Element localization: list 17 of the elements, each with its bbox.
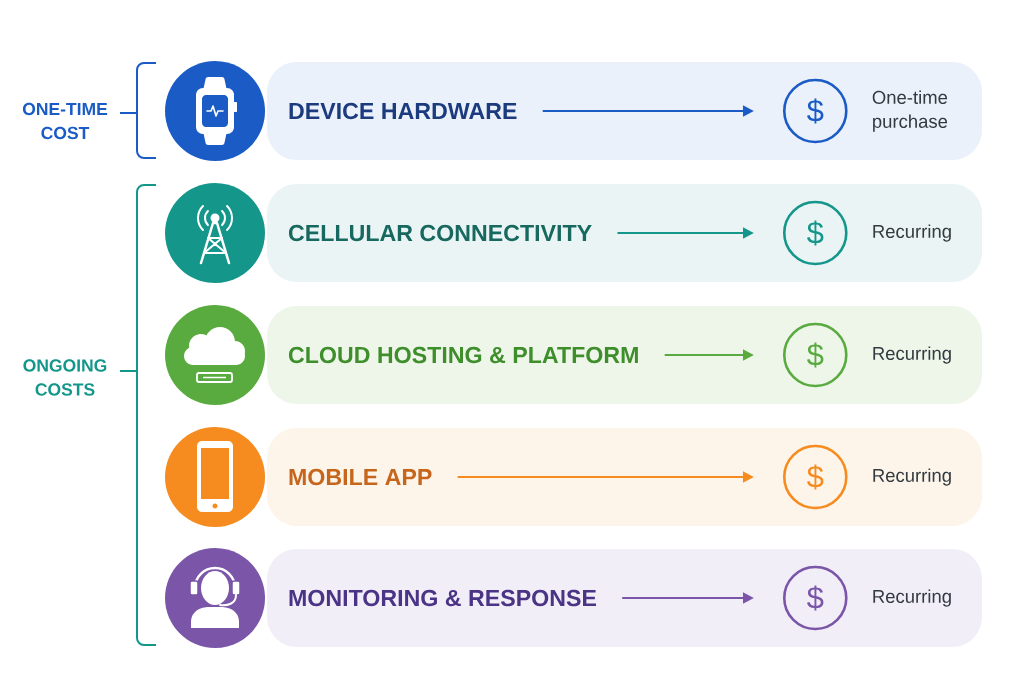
row-band	[267, 62, 982, 160]
category-title: MOBILE APP	[289, 468, 432, 486]
group-label: ONGOING COSTS	[23, 359, 107, 396]
cost-note: Recurring	[873, 346, 951, 364]
row-band	[267, 428, 982, 526]
cost-note: Recurring	[873, 468, 951, 486]
row-band	[267, 184, 982, 282]
category-title: CLOUD HOSTING & PLATFORM	[288, 346, 638, 364]
cost-note: One-time purchase	[872, 90, 948, 132]
cost-note: Recurring	[873, 589, 951, 607]
category-title: DEVICE HARDWARE	[289, 102, 517, 120]
row-band	[267, 306, 982, 404]
category-title: MONITORING & RESPONSE	[289, 589, 596, 607]
cost-note: Recurring	[873, 224, 951, 242]
row-band	[267, 549, 982, 647]
category-title: CELLULAR CONNECTIVITY	[288, 224, 592, 242]
group-label: ONE-TIME COST	[22, 102, 108, 140]
